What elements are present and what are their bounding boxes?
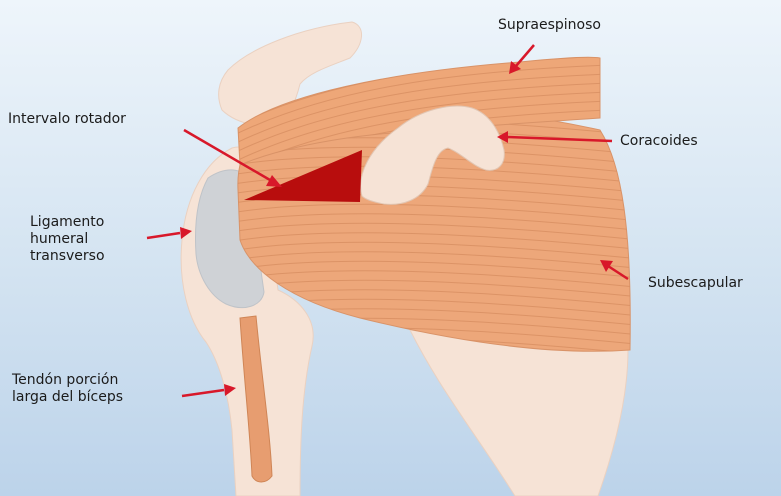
label-ligamento-line-1: Ligamento (30, 214, 105, 231)
label-tendon-biceps: Tendón porción larga del bíceps (12, 372, 123, 406)
label-tendon-line-1: Tendón porción (12, 372, 123, 389)
label-supraespinoso: Supraespinoso (498, 17, 601, 34)
label-tendon-line-2: larga del bíceps (12, 389, 123, 406)
label-ligamento-humeral-transverso: Ligamento humeral transverso (30, 214, 105, 265)
scapula-blade (410, 330, 628, 496)
label-ligamento-line-2: humeral (30, 231, 105, 248)
label-intervalo-rotador: Intervalo rotador (8, 111, 126, 128)
label-ligamento-line-3: transverso (30, 248, 105, 265)
label-coracoides: Coracoides (620, 133, 698, 150)
label-subescapular: Subescapular (648, 275, 743, 292)
